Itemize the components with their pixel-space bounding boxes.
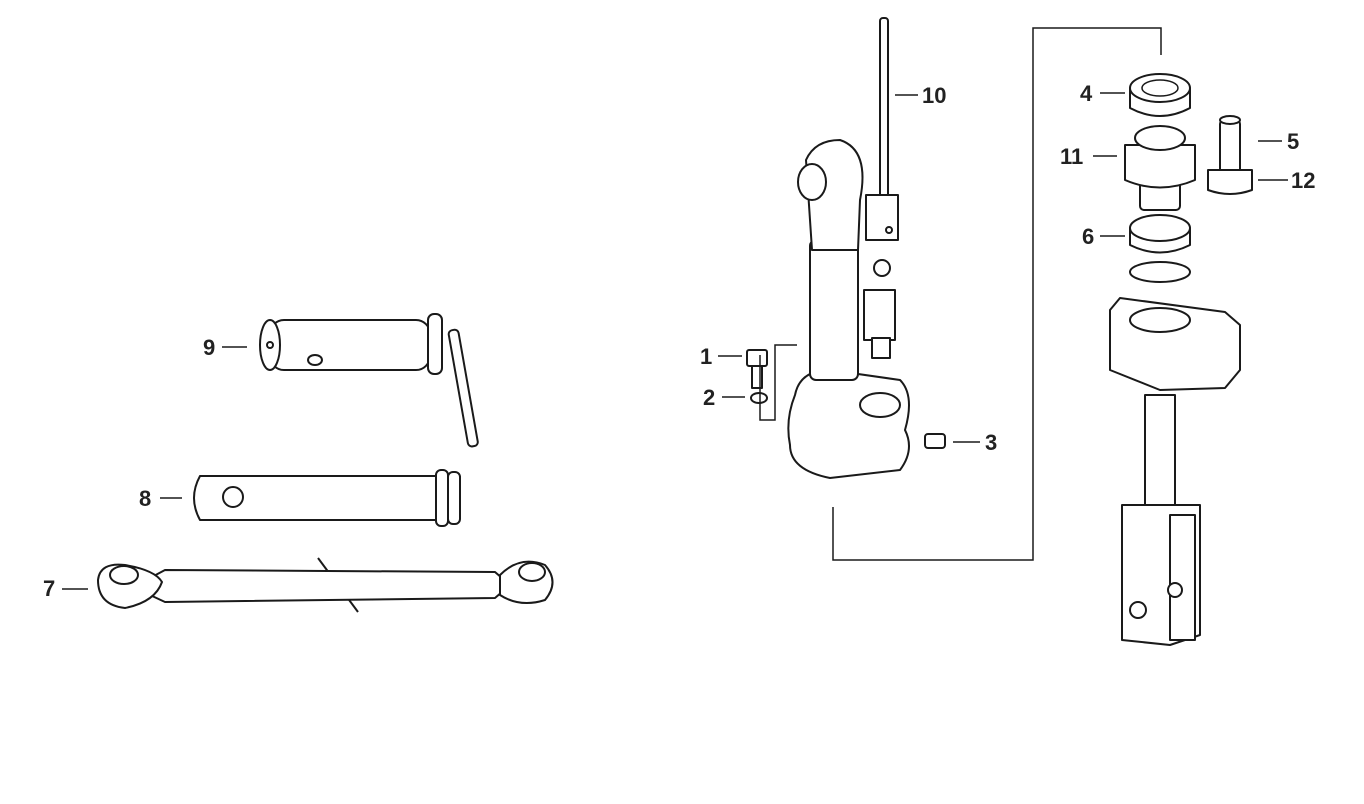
part-7-top-link xyxy=(97,557,554,613)
threaded-clevis xyxy=(1121,394,1201,646)
callout-5: 5 xyxy=(1287,129,1299,154)
part-3-grease-nipple xyxy=(924,433,946,449)
part-12-small-gear xyxy=(1207,169,1253,195)
support-bracket xyxy=(1109,297,1241,391)
part-6-lower-bearing xyxy=(1129,214,1191,254)
callout-10: 10 xyxy=(922,83,946,108)
callout-3: 3 xyxy=(985,430,997,455)
callout-4: 4 xyxy=(1080,81,1093,106)
part-4-upper-bearing xyxy=(1129,73,1191,117)
seal-ring xyxy=(1129,261,1191,283)
callout-7: 7 xyxy=(43,576,55,601)
part-8-clevis-pin xyxy=(193,469,461,527)
callout-12: 12 xyxy=(1291,168,1315,193)
callout-6: 6 xyxy=(1082,224,1094,249)
callout-8: 8 xyxy=(139,486,151,511)
connector-bracket xyxy=(832,27,1162,561)
callout-1: 1 xyxy=(700,344,712,369)
callout-2: 2 xyxy=(703,385,715,410)
lift-housing xyxy=(787,139,910,479)
part-9-lock-pin xyxy=(259,313,479,448)
part-10-rod xyxy=(865,17,899,241)
part-11-large-gear xyxy=(1124,125,1196,211)
callout-9: 9 xyxy=(203,335,215,360)
part-1-bolt xyxy=(746,349,768,389)
callout-11: 11 xyxy=(1060,144,1083,169)
part-2-washer xyxy=(750,392,768,404)
